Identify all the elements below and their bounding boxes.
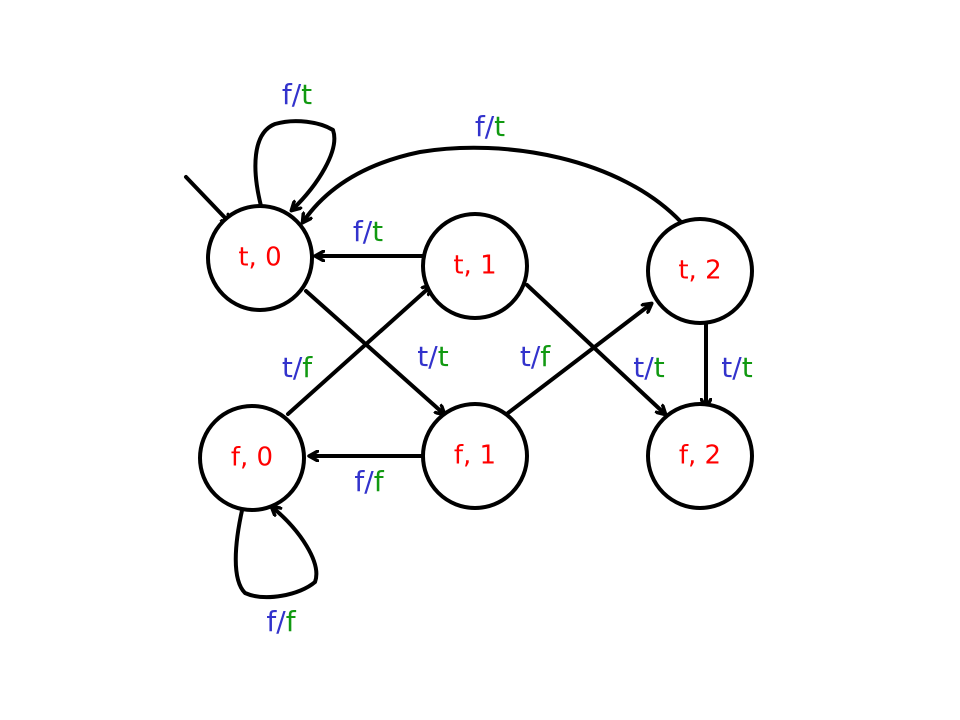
initial-arrow (184, 175, 230, 223)
label-input: f (266, 605, 277, 638)
state-t0: t, 0 (206, 204, 314, 312)
edge-f1-to-t2 (506, 304, 651, 415)
state-f0-label: f, 0 (231, 443, 273, 473)
label-output: t (438, 340, 449, 373)
label-output: t (742, 351, 753, 384)
edge-t2-to-t0 (303, 145, 683, 222)
label-input: f (282, 78, 293, 111)
edge-label-f1-f0: f/f (354, 465, 384, 498)
label-output: f (540, 340, 551, 373)
label-output: f (374, 465, 385, 498)
label-input: t (633, 351, 644, 384)
edge-t0-self-loop (253, 119, 337, 210)
state-f0: f, 0 (198, 404, 306, 512)
state-t2-label: t, 2 (678, 256, 721, 286)
label-output: t (654, 351, 665, 384)
label-output: t (372, 215, 383, 248)
label-separator: / (644, 351, 654, 384)
edge-label-f1-t2: t/f (520, 340, 551, 373)
edge-label-t2-t0: f/t (475, 110, 505, 143)
label-separator: / (363, 215, 373, 248)
state-f1-label: f, 1 (454, 441, 496, 471)
state-t0-label: t, 0 (238, 243, 281, 273)
label-separator: / (485, 110, 495, 143)
label-input: t (282, 351, 293, 384)
edge-label-t2-f2: t/t (721, 351, 752, 384)
state-f2: f, 2 (646, 402, 754, 510)
label-separator: / (292, 78, 302, 111)
edge-t1-to-f2 (525, 283, 665, 414)
edge-label-t0-self: f/t (282, 78, 312, 111)
label-input: t (520, 340, 531, 373)
edge-label-t0-f1: t/t (417, 340, 448, 373)
edge-t0-to-f1 (304, 289, 444, 414)
label-output: t (301, 78, 312, 111)
state-t1-label: t, 1 (453, 251, 496, 281)
edge-label-t1-f2: t/t (633, 351, 664, 384)
label-input: f (353, 215, 364, 248)
label-input: t (721, 351, 732, 384)
label-output: t (494, 110, 505, 143)
label-input: f (475, 110, 486, 143)
edge-f0-self-loop (233, 504, 319, 600)
label-input: f (354, 465, 365, 498)
label-separator: / (276, 605, 286, 638)
label-input: t (417, 340, 428, 373)
label-separator: / (428, 340, 438, 373)
label-output: f (302, 351, 313, 384)
state-f1: f, 1 (421, 402, 529, 510)
label-separator: / (293, 351, 303, 384)
label-separator: / (364, 465, 374, 498)
edge-label-t1-t0: f/t (353, 215, 383, 248)
state-t1: t, 1 (421, 212, 529, 320)
edge-label-f0-t1: t/f (282, 351, 313, 384)
state-t2: t, 2 (646, 217, 754, 325)
label-output: f (286, 605, 297, 638)
label-separator: / (531, 340, 541, 373)
edge-f0-to-t1 (286, 286, 431, 416)
label-separator: / (732, 351, 742, 384)
edge-label-f0-self: f/f (266, 605, 296, 638)
state-f2-label: f, 2 (679, 441, 721, 471)
